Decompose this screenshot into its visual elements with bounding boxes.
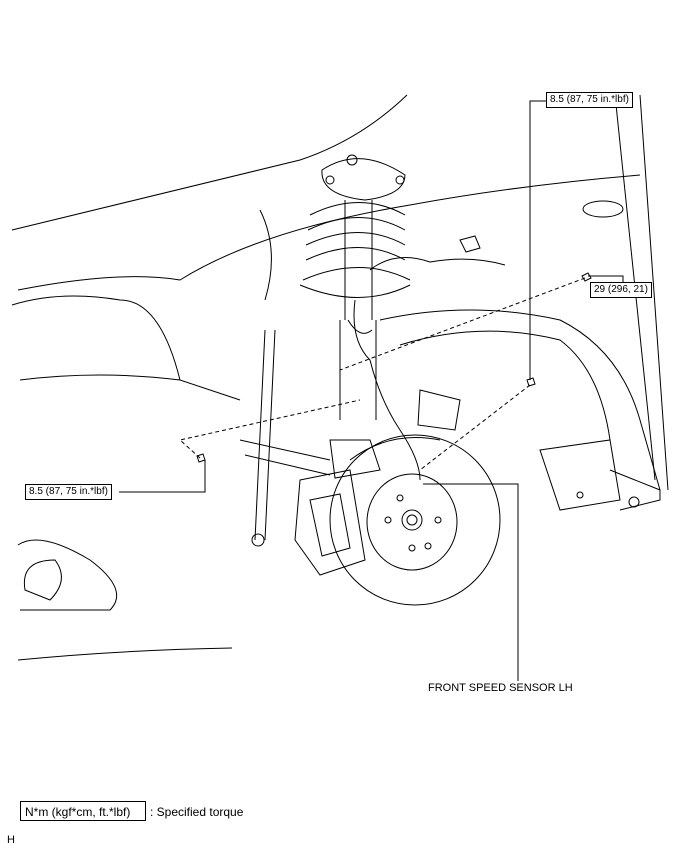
lower-arm xyxy=(239,329,461,547)
torque-callout-left: 8.5 (87, 75 in.*lbf) xyxy=(25,484,112,500)
leader-lines xyxy=(119,100,624,681)
wheel-house xyxy=(379,309,661,511)
sensor-harness xyxy=(347,235,506,481)
torque-callout-top: 8.5 (87, 75 in.*lbf) xyxy=(546,92,633,108)
figure-code: H xyxy=(7,834,15,846)
bolts xyxy=(196,272,592,463)
front-speed-sensor-label: FRONT SPEED SENSOR LH xyxy=(428,682,573,694)
brake-caliper xyxy=(294,439,381,576)
torque-legend-description: : Specified torque xyxy=(150,805,244,819)
body-panel xyxy=(11,94,669,661)
torque-unit-legend-box: N*m (kgf*cm, ft.*lbf) xyxy=(20,801,146,821)
torque-callout-right: 29 (296, 21) xyxy=(590,282,652,298)
strut-spring xyxy=(299,154,411,420)
brake-rotor xyxy=(329,434,501,606)
installation-lines xyxy=(178,277,586,471)
